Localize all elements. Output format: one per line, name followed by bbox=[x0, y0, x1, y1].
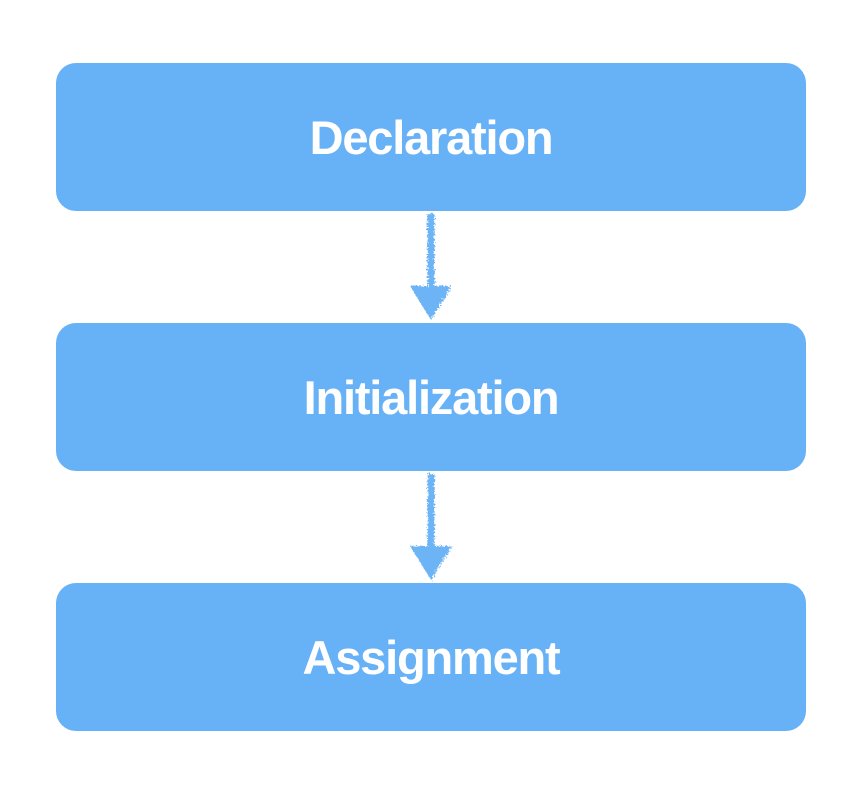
flow-node-declaration-label: Declaration bbox=[309, 110, 554, 164]
arrow-down-icon bbox=[410, 214, 452, 320]
flow-node-assignment: Assignment bbox=[56, 583, 806, 731]
arrow-down-icon bbox=[410, 474, 452, 580]
flow-node-initialization-label: Initialization bbox=[303, 370, 560, 424]
flow-node-initialization: Initialization bbox=[56, 323, 806, 471]
flow-node-declaration: Declaration bbox=[56, 63, 806, 211]
flow-node-assignment-label: Assignment bbox=[302, 630, 561, 684]
